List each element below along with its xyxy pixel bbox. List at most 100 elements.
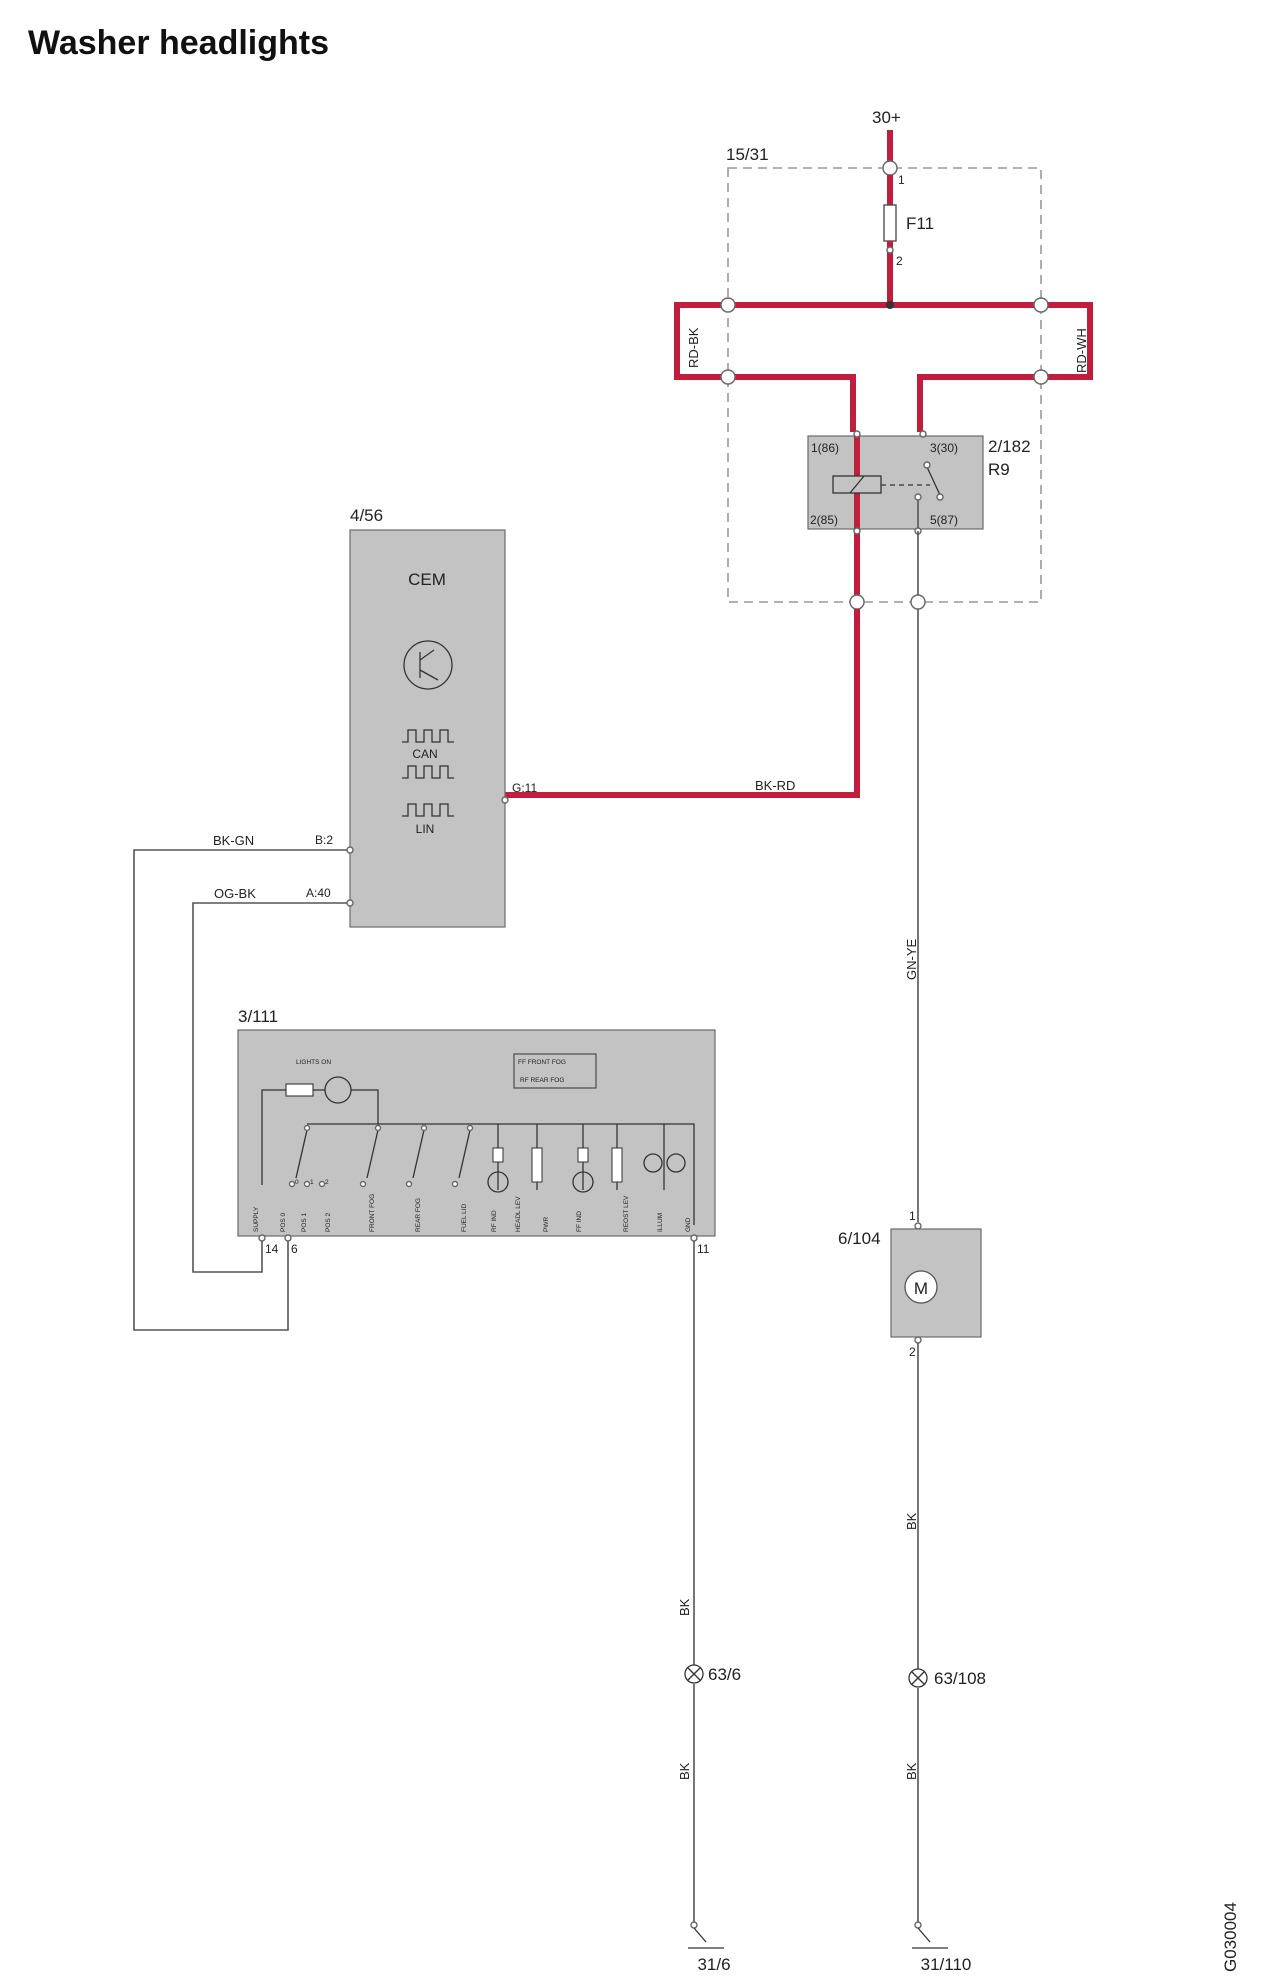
relay-30-feed: [917, 374, 1041, 432]
module-label-ff-ind: FF IND: [576, 1211, 583, 1232]
module-pin-6-dot: [284, 1234, 292, 1242]
module-function-labels: SUPPLY POS 0 POS 1 POS 2 FRONT FOG REAR …: [253, 1194, 692, 1232]
switch-group: [288, 1124, 474, 1188]
switch-pos1-dot: [303, 1180, 311, 1188]
motor-icon: [904, 1270, 938, 1304]
reost-lev-resistor: [611, 1147, 623, 1183]
cem-can-label: CAN: [412, 747, 437, 761]
module-label-pwr: PWR: [543, 1217, 550, 1232]
module-label-pos0: POS 0: [280, 1212, 287, 1232]
wire-label-bk-gn: BK-GN: [213, 833, 254, 848]
relay-pin-87: 5(87): [930, 513, 958, 527]
fuse-pin-top: 1: [898, 173, 905, 187]
switch-ff-dot: [359, 1180, 367, 1188]
switch-arm-rear-fog: [412, 1129, 425, 1179]
cem-pin-g11-dot: [501, 796, 509, 804]
lights-on-label: LIGHTS ON: [296, 1059, 331, 1066]
cem-pin-b2-dot: [346, 846, 354, 854]
module-pin-6: 6: [291, 1242, 298, 1256]
can-signal-icon: [402, 729, 454, 743]
relay-contact-dot-a: [923, 461, 931, 469]
switch-fuel-dot: [451, 1180, 459, 1188]
cem-box: [349, 529, 506, 928]
supply-node: [882, 160, 898, 176]
module-label-fuel-lid: FUEL LID: [461, 1203, 468, 1232]
bk-gn-wire: [133, 849, 347, 1331]
headl-lev-resistor: [531, 1147, 543, 1183]
fuse-box-node-mr: [1033, 369, 1049, 385]
wire-label-bk-rd: BK-RD: [755, 778, 795, 793]
switch-top-dot-4: [466, 1124, 474, 1132]
lights-on-circuit: [261, 1089, 379, 1185]
cem-pin-g11: G:11: [512, 781, 537, 795]
relay-pin-85: 2(85): [810, 513, 838, 527]
fuse-pin-bottom: 2: [896, 254, 903, 268]
switch-pos0-dot: [288, 1180, 296, 1188]
cem-name: CEM: [408, 570, 446, 589]
ground-left-dot: [690, 1921, 698, 1929]
fuse-f11: [883, 204, 897, 242]
fuse-box-node-bl: [849, 594, 865, 610]
motor-symbol: M: [914, 1279, 928, 1298]
module-pin-14-dot: [258, 1234, 266, 1242]
module-pin-11: 11: [697, 1242, 710, 1256]
figure-code: G030004: [1221, 1902, 1240, 1972]
transistor-collector: [419, 649, 435, 661]
lin-signal-icon: [402, 803, 454, 817]
illum-lamp-2-icon: [666, 1153, 686, 1173]
splice-right-label: 63/108: [934, 1669, 986, 1688]
legend-rear-fog: RF REAR FOG: [520, 1077, 564, 1084]
relay-pin-85-dot: [853, 527, 861, 535]
module-label-supply: SUPPLY: [253, 1206, 260, 1232]
switch-module-box: [237, 1029, 716, 1237]
module-label-headl-lev: HEADL LEV: [515, 1196, 522, 1232]
cem-pin-b2: B:2: [315, 833, 333, 847]
relay-87-inner-dot: [914, 493, 922, 501]
wire-label-og-bk: OG-BK: [214, 886, 256, 901]
relay-coil-diagonal: [849, 475, 865, 494]
relay-ref: 2/182: [988, 437, 1031, 456]
cem-pin-a40: A:40: [306, 886, 331, 900]
fog-legend-box: [513, 1053, 597, 1089]
lights-on-diode-icon: [324, 1076, 352, 1104]
lights-on-resistor: [285, 1083, 314, 1097]
switch-rf-dot: [405, 1180, 413, 1188]
splice-right-icon: [908, 1668, 928, 1688]
ground-left-symbol: [688, 1927, 724, 1949]
splice-right-x2: [911, 1671, 925, 1685]
module-label-reost-lev: REOST LEV: [623, 1195, 630, 1232]
motor-pin-2-dot: [914, 1336, 922, 1344]
module-pin-14: 14: [265, 1242, 279, 1256]
module-label-rear-fog: REAR FOG: [415, 1198, 422, 1232]
transistor-emitter: [419, 669, 439, 681]
relay-pin-30: 3(30): [930, 441, 958, 455]
wire-label-rd-bk: RD-BK: [686, 327, 701, 368]
switch-arm-pos: [295, 1129, 308, 1179]
fuse-bottom-pin-dot: [886, 246, 894, 254]
wire-label-bk-left-lower: BK: [677, 1762, 692, 1780]
rd-bk-loop: [674, 302, 728, 380]
switch-top-dot-3: [420, 1124, 428, 1132]
ground-left-label: 31/6: [697, 1955, 730, 1974]
relay-contact-arm: [926, 466, 941, 496]
relay-name: R9: [988, 460, 1010, 479]
splice-left-x2: [687, 1667, 701, 1681]
splice-left-icon: [684, 1664, 704, 1684]
ff-ind-lamp-icon: [572, 1171, 594, 1193]
wire-label-bk-motor: BK: [904, 1512, 919, 1530]
transistor-icon: [403, 640, 453, 690]
module-bus: [307, 1123, 695, 1225]
fuse-label: F11: [906, 214, 934, 233]
fuse-box-node-br: [910, 594, 926, 610]
motor-ref: 6/104: [838, 1229, 881, 1248]
switch-top-dot-2: [374, 1124, 382, 1132]
fuse-box-node-ml: [720, 369, 736, 385]
wire-label-bk-left-upper: BK: [677, 1598, 692, 1616]
switch-pos0-label: 0: [295, 1179, 299, 1186]
fuse-box-node-tl: [720, 297, 736, 313]
motor-pin-1: 1: [909, 1209, 916, 1223]
cem-ref: 4/56: [350, 506, 383, 525]
illum-lamp-1-icon: [643, 1153, 663, 1173]
module-label-gnd: GND: [685, 1217, 692, 1232]
module-label-illum: ILLUM: [657, 1213, 664, 1232]
